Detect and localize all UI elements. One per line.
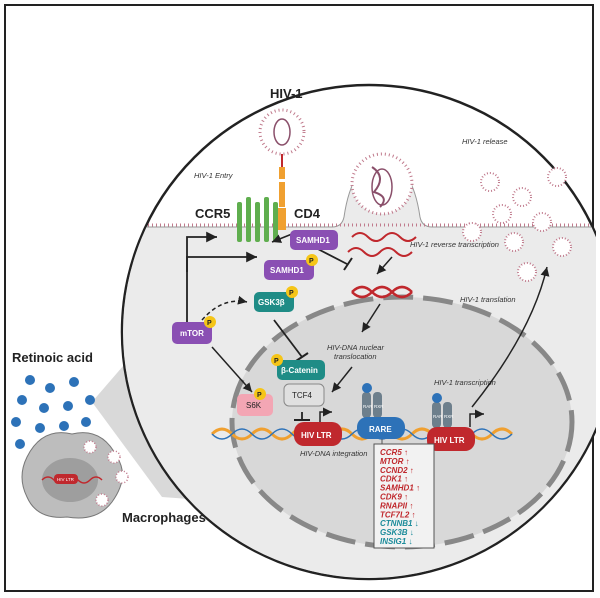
svg-text:RAR: RAR <box>433 414 443 419</box>
viral-rna <box>351 232 417 242</box>
figure-frame: HIV-1 HIV-1 Entry HIV-1 release CCR5 CD4… <box>4 4 596 592</box>
macrophage-ltr-label: HIV LTR <box>57 477 75 482</box>
ccr5-label: CCR5 <box>195 206 230 221</box>
gene-item: CTNNB1 ↓ <box>380 519 419 528</box>
svg-text:P: P <box>289 290 294 297</box>
hiv1-entry-label: HIV-1 Entry <box>194 171 234 180</box>
rare-node: RARE <box>357 417 405 439</box>
released-virions <box>462 167 572 282</box>
integration-label: HIV-DNA integration <box>300 449 367 458</box>
svg-text:P: P <box>207 320 212 327</box>
samhd1-phospho-node: SAMHD1 P <box>264 254 318 280</box>
svg-text:RAR: RAR <box>363 404 373 409</box>
pathway-diagram: HIV-1 HIV-1 Entry HIV-1 release CCR5 CD4… <box>11 83 596 581</box>
samhd1-top-node: SAMHD1 <box>290 230 338 250</box>
tcf4-node: TCF4 <box>283 383 325 407</box>
gene-item: GSK3B ↓ <box>380 528 414 537</box>
nuclear-translocation-label-2: translocation <box>334 352 377 361</box>
nuclear-translocation-label-1: HIV-DNA nuclear <box>327 343 384 352</box>
gsk3b-node: GSK3β P <box>254 286 298 312</box>
gene-list: CCR5 ↑MTOR ↑CCND2 ↑CDK1 ↑SAMHD1 ↑CDK9 ↑R… <box>380 448 420 546</box>
hiv-ltr-left: HIV LTR <box>294 407 342 446</box>
rar-rxr-complex-left: RAR RXR <box>362 383 384 418</box>
gene-item: INSIG1 ↓ <box>380 537 412 546</box>
svg-text:β-Catenin: β-Catenin <box>281 366 318 375</box>
svg-text:HIV LTR: HIV LTR <box>434 436 465 445</box>
svg-text:SAMHD1: SAMHD1 <box>270 266 304 275</box>
budding-virus <box>350 152 414 216</box>
ccr5-receptor <box>237 197 278 242</box>
s6k-node: S6K P <box>237 388 273 416</box>
viral-dna <box>351 285 413 299</box>
mtor-node: mTOR P <box>172 316 216 344</box>
hiv1-label: HIV-1 <box>270 86 303 101</box>
svg-text:RXR: RXR <box>374 404 384 409</box>
gene-expression-box <box>373 439 435 549</box>
gene-item: RNAPII ↑ <box>380 501 413 510</box>
gene-item: MTOR ↑ <box>380 457 410 466</box>
gene-item: SAMHD1 ↑ <box>380 484 420 493</box>
hiv-ltr-right: HIV LTR <box>427 409 484 451</box>
gene-item: CDK1 ↑ <box>380 475 408 484</box>
svg-text:S6K: S6K <box>246 401 262 410</box>
cd4-label: CD4 <box>294 206 321 221</box>
gene-item: CCND2 ↑ <box>380 466 414 475</box>
transcription-label: HIV-1 transcription <box>434 378 496 387</box>
svg-text:SAMHD1: SAMHD1 <box>296 236 330 245</box>
translation-label: HIV-1 translation <box>460 295 516 304</box>
svg-text:RARE: RARE <box>369 425 392 434</box>
svg-text:GSK3β: GSK3β <box>258 298 285 307</box>
svg-text:HIV LTR: HIV LTR <box>301 431 332 440</box>
reverse-transcription-label: HIV-1 reverse transcription <box>410 240 499 249</box>
svg-text:P: P <box>309 258 314 265</box>
beta-catenin-node: β-Catenin P <box>271 354 325 380</box>
svg-text:P: P <box>257 392 262 399</box>
hiv1-release-label: HIV-1 release <box>462 137 508 146</box>
svg-text:RXR: RXR <box>444 414 454 419</box>
gene-item: TCF7L2 ↑ <box>380 510 416 519</box>
retinoic-acid-label: Retinoic acid <box>12 350 93 365</box>
macrophage-cell: HIV LTR <box>21 432 129 519</box>
svg-text:mTOR: mTOR <box>180 329 204 338</box>
rar-rxr-complex-right: RAR RXR <box>432 393 454 428</box>
svg-text:P: P <box>274 358 279 365</box>
macrophages-label: Macrophages <box>122 510 206 525</box>
hiv1-virion <box>258 108 306 230</box>
gene-item: CDK9 ↑ <box>380 493 408 502</box>
svg-text:TCF4: TCF4 <box>292 391 313 400</box>
gene-item: CCR5 ↑ <box>380 448 408 457</box>
